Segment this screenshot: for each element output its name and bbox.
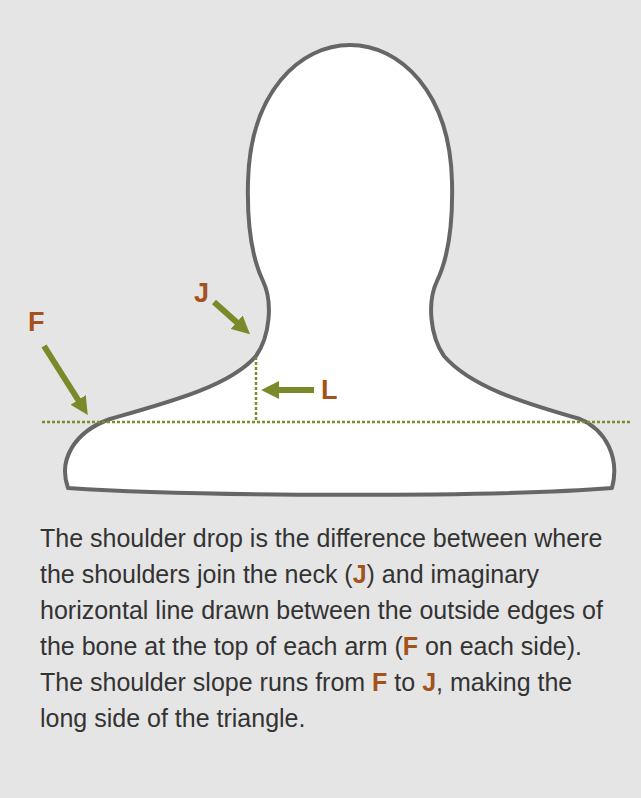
caption: The shoulder drop is the difference betw… — [40, 520, 608, 736]
pointer-arrow-l — [272, 387, 314, 393]
caption-run: to — [387, 668, 422, 696]
shoulder-drop-guide — [255, 357, 258, 422]
point-label: F — [28, 309, 45, 336]
point-label: L — [321, 377, 338, 404]
horizontal-guide — [42, 421, 630, 424]
caption-point-name: J — [353, 560, 367, 588]
caption-point-name: F — [372, 668, 387, 696]
caption-point-name: F — [403, 632, 418, 660]
pointer-arrow-f — [44, 346, 82, 406]
head-shoulders-silhouette — [65, 45, 614, 495]
pointer-arrow-j — [214, 302, 242, 327]
point-label: J — [194, 280, 209, 307]
caption-point-name: J — [422, 668, 436, 696]
